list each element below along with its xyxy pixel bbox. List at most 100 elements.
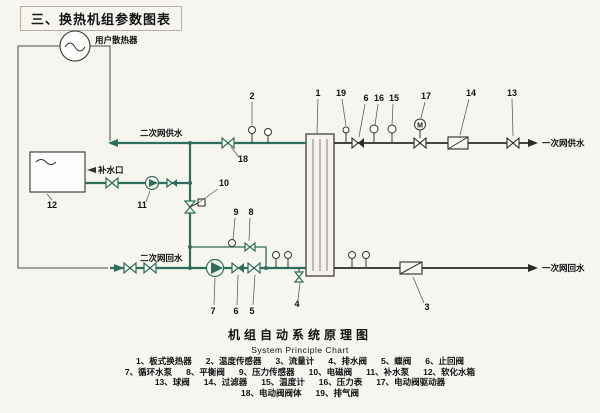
label-makeup-port: 补水口 <box>97 165 124 175</box>
motor-letter: M <box>417 123 423 130</box>
callout-number: 5 <box>249 306 254 316</box>
valve-icon <box>166 177 173 189</box>
thermometer-15 <box>387 124 397 143</box>
balance-branch-pipe <box>190 246 267 268</box>
sensor-icon <box>264 128 272 136</box>
legend-item: 16、压力表 <box>318 377 363 387</box>
callout-leader <box>232 217 236 241</box>
callout-leader <box>252 274 256 306</box>
callout-leader <box>412 276 425 304</box>
callout-number: 3 <box>424 302 429 312</box>
callout-leader <box>297 282 301 301</box>
primary-supply-arrow <box>528 139 538 147</box>
valve-icon <box>413 136 427 150</box>
page-title: 三、换热机组参数图表 <box>20 6 183 31</box>
sensor-icon <box>272 251 280 259</box>
valve-icon <box>143 261 157 275</box>
callout-number: 11 <box>137 200 147 210</box>
sensor-icon <box>228 239 236 247</box>
filter-14 <box>447 136 469 150</box>
return-pressure-sensor <box>284 251 292 268</box>
radiator-symbol <box>59 30 91 62</box>
callout-number: 7 <box>210 306 215 316</box>
callout-number: 13 <box>507 88 517 98</box>
label-secondary-return: 二次网回水 <box>140 253 183 263</box>
callout-leader <box>213 277 216 306</box>
return-gauge-a <box>348 251 356 268</box>
valve-icon <box>231 261 239 275</box>
drain-valve-4 <box>293 268 305 283</box>
label-primary-return: 一次网回水 <box>542 263 585 273</box>
sensor-icon <box>284 251 292 259</box>
motorized-valve-17: M <box>413 118 427 150</box>
pump-impeller-icon <box>149 179 158 187</box>
makeup-pump-11 <box>144 175 160 191</box>
callout-number: 6 <box>233 306 238 316</box>
makeup-port-arrow <box>87 167 96 173</box>
gauge-icon <box>369 124 379 134</box>
callout-leader <box>316 98 319 134</box>
gauge-icon <box>387 124 397 134</box>
balance-valve-8 <box>244 241 256 253</box>
user-loop-pipe-right <box>90 45 111 141</box>
return-inlet-valve <box>123 261 137 275</box>
tank-body <box>29 151 86 193</box>
radiator-wave-icon <box>64 42 86 52</box>
legend-item: 3、流量计 <box>275 356 315 366</box>
callout-leader <box>391 103 394 126</box>
pump-impeller-icon <box>211 262 223 274</box>
solenoid-valve-10 <box>183 198 206 214</box>
makeup-check-valve <box>166 177 177 189</box>
valve-icon <box>123 261 137 275</box>
callout-leader <box>230 146 240 158</box>
legend-item: 7、循环水泵 <box>124 366 173 377</box>
check-valve-6 <box>231 261 244 275</box>
circulation-pump-7 <box>205 258 225 278</box>
pressure-gauge-16 <box>369 124 379 143</box>
sensor-icon <box>248 126 256 134</box>
diagram-caption: 机组自动系统原理图 System Principle Chart <box>0 326 600 355</box>
temperature-sensor-2 <box>248 126 256 143</box>
legend-item: 10、电磁阀 <box>308 366 353 377</box>
page-title-text: 三、换热机组参数图表 <box>31 12 172 27</box>
tank-water-icon <box>35 159 57 165</box>
callout-number: 6 <box>363 93 368 103</box>
pressure-sensor-9 <box>228 239 236 247</box>
caption-english: System Principle Chart <box>251 345 349 355</box>
secondary-pipes <box>85 141 306 270</box>
actuator-stem <box>189 202 199 208</box>
return-gauge-b <box>362 251 370 268</box>
legend-item: 15、温度计 <box>261 377 305 387</box>
butterfly-valve-5 <box>247 261 261 275</box>
legend-item: 11、补水泵 <box>366 366 410 377</box>
legend-item: 17、电动阀驱动器 <box>376 377 446 387</box>
pipe-junction <box>188 181 192 185</box>
valve-icon <box>358 138 364 148</box>
legend-item: 9、压力传感器 <box>238 366 295 377</box>
callout-leader <box>374 103 379 126</box>
pipe-junction <box>188 266 192 270</box>
return-temp-sensor <box>272 251 280 268</box>
legend-item: 5、蝶阀 <box>380 356 412 366</box>
softened-water-tank: 补水口 <box>29 151 124 193</box>
pipe-junction <box>188 245 192 249</box>
check-valve-6-primary <box>351 136 364 150</box>
callout-leader <box>358 103 366 138</box>
callout-leader <box>341 98 347 127</box>
makeup-valve <box>105 176 119 190</box>
callout-number: 2 <box>249 91 254 101</box>
callout-number: 8 <box>248 207 253 217</box>
user-loop: 用户散热器 <box>17 30 138 269</box>
callout-number: 19 <box>336 88 346 98</box>
pipe-junction <box>188 141 192 145</box>
legend-item: 2、温度传感器 <box>205 356 262 366</box>
legend-item: 19、排气阀 <box>315 387 359 398</box>
callout-leader <box>236 274 239 306</box>
callout-number: 18 <box>238 154 248 164</box>
callout-number: 12 <box>47 200 57 210</box>
